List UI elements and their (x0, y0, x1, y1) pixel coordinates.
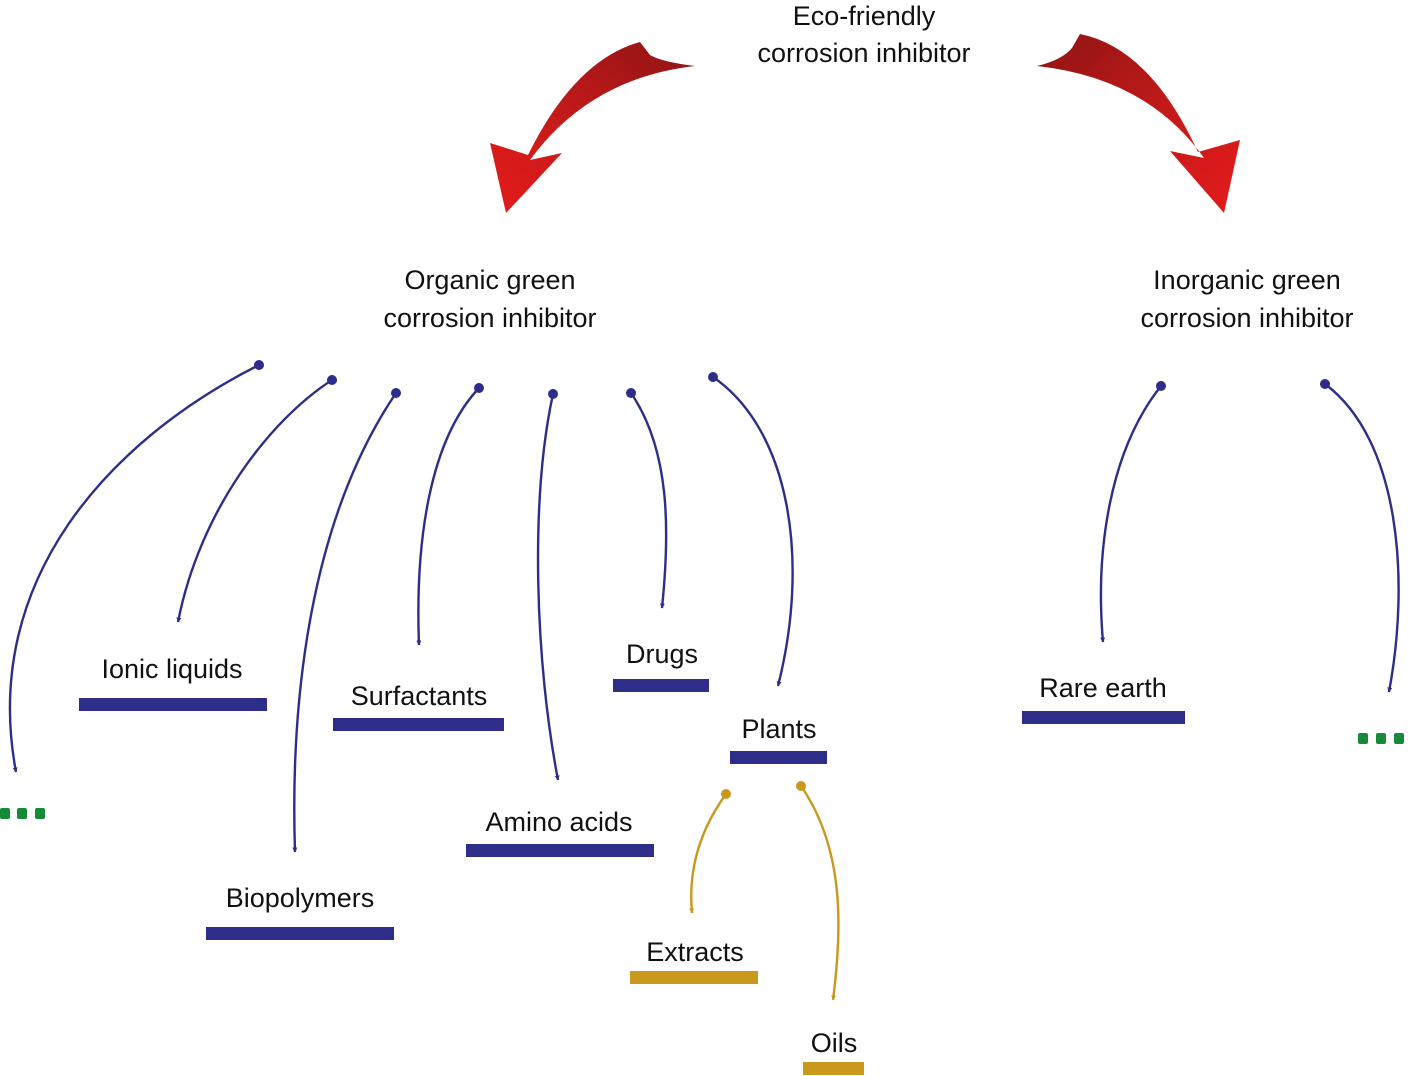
extracts-label: Extracts (646, 937, 744, 967)
rare-earth-label: Rare earth (1039, 673, 1167, 703)
inorganic-ellipsis-icon (1358, 733, 1404, 744)
plants-bar (730, 751, 827, 764)
plants-connectors (689, 781, 840, 1001)
connector-to-inorganic-ellipsis (1324, 383, 1400, 693)
amino-acids-bar (466, 844, 654, 857)
ionic-liquids-label: Ionic liquids (101, 654, 242, 684)
node-oils: Oils (803, 1028, 864, 1075)
node-plants: Plants (730, 714, 827, 764)
inorganic-title-line2: corrosion inhibitor (1140, 303, 1353, 333)
connector-to-plants (712, 376, 794, 687)
organic-title-line1: Organic green (404, 265, 575, 295)
oils-label: Oils (811, 1028, 858, 1058)
amino-acids-label: Amino acids (485, 807, 632, 837)
organic-title-line2: corrosion inhibitor (383, 303, 596, 333)
connector-to-rare-earth (1099, 385, 1162, 643)
inorganic-title-line1: Inorganic green (1153, 265, 1341, 295)
node-drugs: Drugs (613, 639, 709, 692)
extracts-bar (630, 971, 758, 984)
node-rare-earth: Rare earth (1022, 673, 1185, 724)
organic-connectors (8, 360, 794, 853)
ionic-liquids-bar (79, 698, 267, 711)
oils-bar (803, 1062, 864, 1075)
organic-ellipsis-icon (0, 808, 45, 819)
root-title-line1: Eco-friendly (793, 1, 936, 31)
surfactants-bar (333, 718, 504, 731)
node-biopolymers: Biopolymers (206, 883, 394, 940)
connector-to-extracts (689, 793, 727, 914)
rare-earth-bar (1022, 711, 1185, 724)
connector-to-oils (800, 785, 840, 1001)
connector-to-surfactants (416, 387, 480, 646)
left-red-arrow (490, 42, 695, 213)
inorganic-connectors (1099, 379, 1400, 693)
node-amino-acids: Amino acids (466, 807, 654, 857)
node-ionic-liquids: Ionic liquids (79, 654, 267, 711)
right-red-arrow (1037, 34, 1240, 213)
connector-to-organic-ellipsis (8, 363, 260, 773)
drugs-bar (613, 679, 709, 692)
connector-to-ionic-liquids (176, 378, 333, 623)
node-extracts: Extracts (630, 937, 758, 984)
biopolymers-label: Biopolymers (226, 883, 375, 913)
root-title-line2: corrosion inhibitor (757, 38, 970, 68)
surfactants-label: Surfactants (351, 681, 488, 711)
connector-to-drugs (630, 392, 668, 609)
node-surfactants: Surfactants (333, 681, 504, 731)
biopolymers-bar (206, 927, 394, 940)
connector-to-amino-acids (536, 393, 560, 781)
plants-label: Plants (741, 714, 816, 744)
drugs-label: Drugs (626, 639, 698, 669)
connector-to-biopolymers (292, 392, 397, 853)
